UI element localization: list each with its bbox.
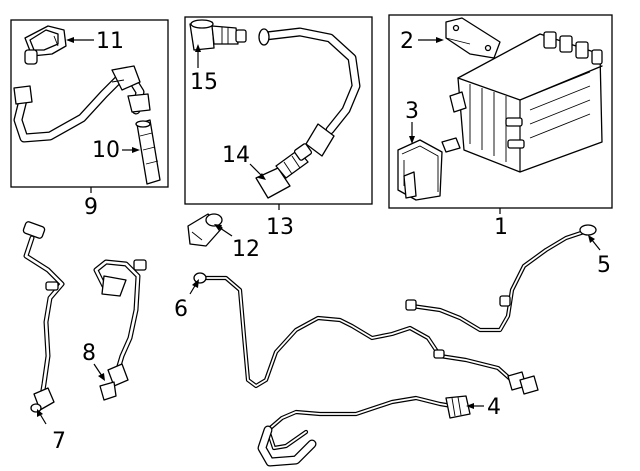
callout-12: 12 xyxy=(232,237,260,262)
callout-11: 11 xyxy=(96,29,124,54)
callout-14: 14 xyxy=(222,143,250,168)
part-7-o2-sensor xyxy=(22,221,65,413)
leader-lines xyxy=(37,37,601,425)
callout-15: 15 xyxy=(190,70,218,95)
callout-10: 10 xyxy=(92,138,120,163)
callout-5: 5 xyxy=(597,253,611,278)
callout-8: 8 xyxy=(82,341,96,366)
callout-6: 6 xyxy=(174,297,188,322)
callout-2: 2 xyxy=(400,29,414,54)
callout-9: 9 xyxy=(84,195,98,220)
part-14-quick-connector xyxy=(255,143,313,199)
part-10-connector xyxy=(135,119,161,185)
part-5-purge-line xyxy=(405,224,597,333)
part-4-lower-line xyxy=(257,395,471,467)
part-3-filter xyxy=(397,139,443,201)
part-8-o2-sensor xyxy=(93,259,147,401)
part-12-valve xyxy=(187,213,223,247)
part-6-vapor-line xyxy=(193,272,539,395)
callout-1: 1 xyxy=(494,215,508,240)
callout-3: 3 xyxy=(405,99,419,124)
callout-4: 4 xyxy=(487,395,501,420)
part-15-quick-connector xyxy=(189,19,247,51)
callout-7: 7 xyxy=(52,429,66,454)
part-11-connector xyxy=(24,25,67,65)
part-2-bracket xyxy=(445,17,501,59)
part-1-canister xyxy=(449,31,603,173)
group-box-9 xyxy=(10,19,169,188)
part-small-clip xyxy=(441,137,461,153)
callout-13: 13 xyxy=(266,215,294,240)
part-9-tube xyxy=(13,65,151,143)
part-13-hose xyxy=(258,27,361,157)
